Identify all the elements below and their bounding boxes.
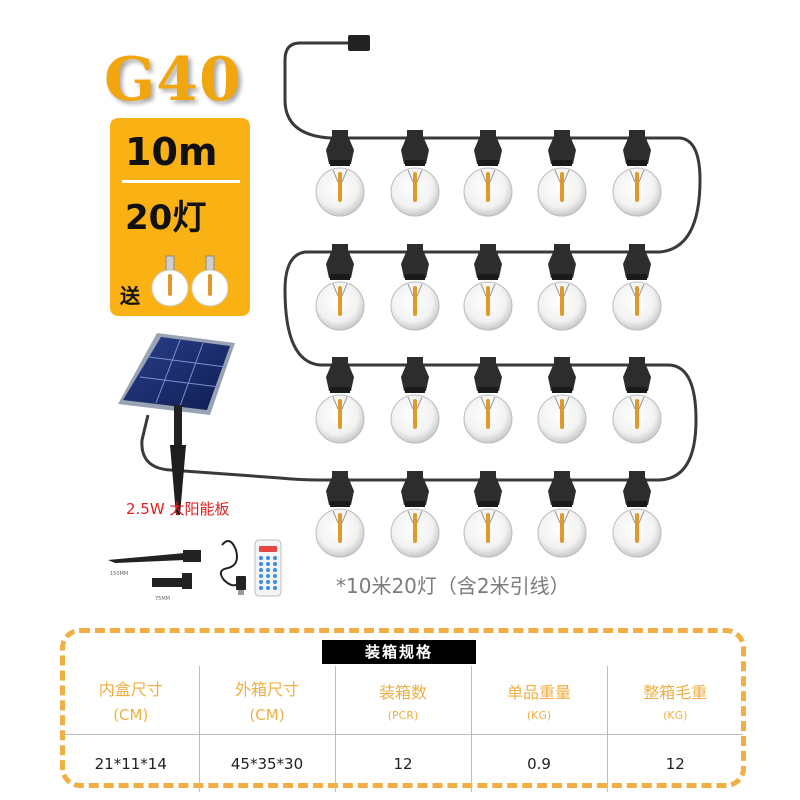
remote-button [259,580,263,584]
light-bulb [315,470,365,558]
light-bulb [463,356,513,444]
remote-button [273,562,277,566]
string-light-cable [140,41,702,482]
bulb-icon [151,255,189,307]
bulb-grid [315,129,662,558]
gift-bulbs [151,255,228,307]
remote-button [259,574,263,578]
light-bulb [390,129,440,217]
spike-length-label: 150MM [110,571,128,577]
remote-button [273,556,277,560]
light-bulb [537,356,587,444]
spec-divider [122,180,240,183]
column-header: 内盒尺寸(CM) [63,666,199,735]
remote-button [266,580,270,584]
remote-button [266,568,270,572]
cable-connector [348,35,370,51]
light-bulb [537,129,587,217]
table-cell: 21*11*14 [94,754,167,773]
remote-button [259,562,263,566]
light-bulb [612,470,662,558]
remote-button [273,586,277,590]
table-cell: 0.9 [470,734,607,792]
light-bulb [463,470,513,558]
product-model: G40 [104,45,242,115]
light-bulb [612,129,662,217]
light-bulb [315,243,365,331]
gift-label: 送 [120,284,140,308]
table-row: 21*11*14 45*35*30 12 0.9 12 [63,734,743,792]
remote-button [273,580,277,584]
remote-button [266,586,270,590]
remote-button [266,574,270,578]
bracket-icon: 75MM [152,573,192,602]
remote-control-icon [254,539,282,597]
column-header: 整箱毛重(KG) [606,666,743,735]
light-bulb [315,129,365,217]
remote-button [259,556,263,560]
light-bulb [390,356,440,444]
light-bulb [537,470,587,558]
light-bulb [315,356,365,444]
packing-spec-table: 内盒尺寸(CM) 外箱尺寸(CM) 装箱数(PCR) 单品重量(KG) 整箱毛重… [63,666,743,792]
light-bulb [612,356,662,444]
light-bulb [537,243,587,331]
solar-panel-label: 2.5W 太阳能板 [126,500,230,518]
column-header: 外箱尺寸(CM) [198,666,335,735]
table-cell: 45*35*30 [198,734,335,792]
remote-button [259,586,263,590]
ground-spike-icon: 150MM [108,550,201,577]
remote-button [259,568,263,572]
remote-button [273,568,277,572]
usb-cable-icon [219,540,246,595]
bracket-length-label: 75MM [155,596,170,602]
solar-panel-icon [118,333,235,515]
light-bulb [612,243,662,331]
length-note: *10米20灯（含2米引线） [336,574,570,598]
bulb-count: 20灯 [125,198,207,238]
remote-button [266,562,270,566]
light-bulb [463,129,513,217]
bulb-icon [191,255,228,307]
string-length: 10m [125,130,218,174]
column-header: 装箱数(PCR) [334,666,471,735]
packing-spec-title: 装箱规格 [322,640,476,664]
table-cell: 12 [606,734,743,792]
column-header: 单品重量(KG) [470,666,607,735]
remote-button [266,556,270,560]
light-bulb [463,243,513,331]
table-header-row: 内盒尺寸(CM) 外箱尺寸(CM) 装箱数(PCR) 单品重量(KG) 整箱毛重… [63,666,743,735]
remote-button [273,574,277,578]
table-cell: 12 [334,734,471,792]
light-bulb [390,470,440,558]
light-bulb [390,243,440,331]
